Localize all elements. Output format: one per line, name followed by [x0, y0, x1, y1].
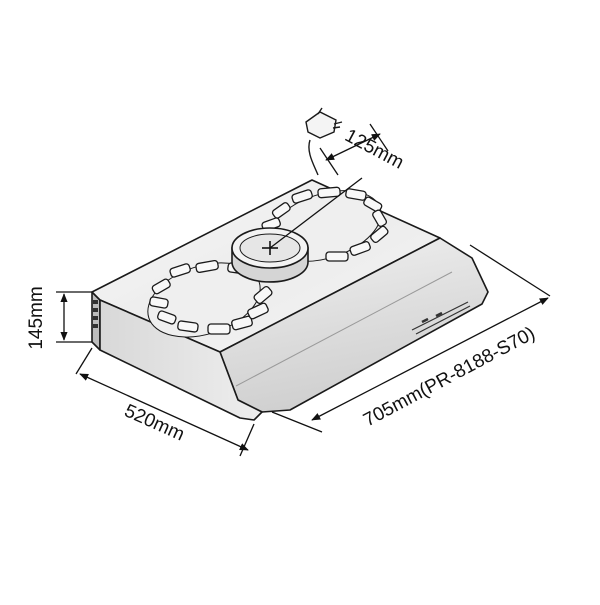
height-dimension-label: 145mm: [26, 286, 47, 349]
height-dimension-lines: [56, 291, 92, 343]
plug-icon: [305, 107, 343, 139]
power-cord: [308, 139, 319, 176]
left-filter-grille: [147, 259, 273, 338]
depth-dimension-lines: [75, 347, 255, 457]
side-vents: [93, 300, 98, 328]
duct-dimension-lines: [269, 123, 389, 249]
duct-dimension-label: 125mm: [341, 125, 407, 173]
width-dimension-lines: [271, 244, 551, 433]
